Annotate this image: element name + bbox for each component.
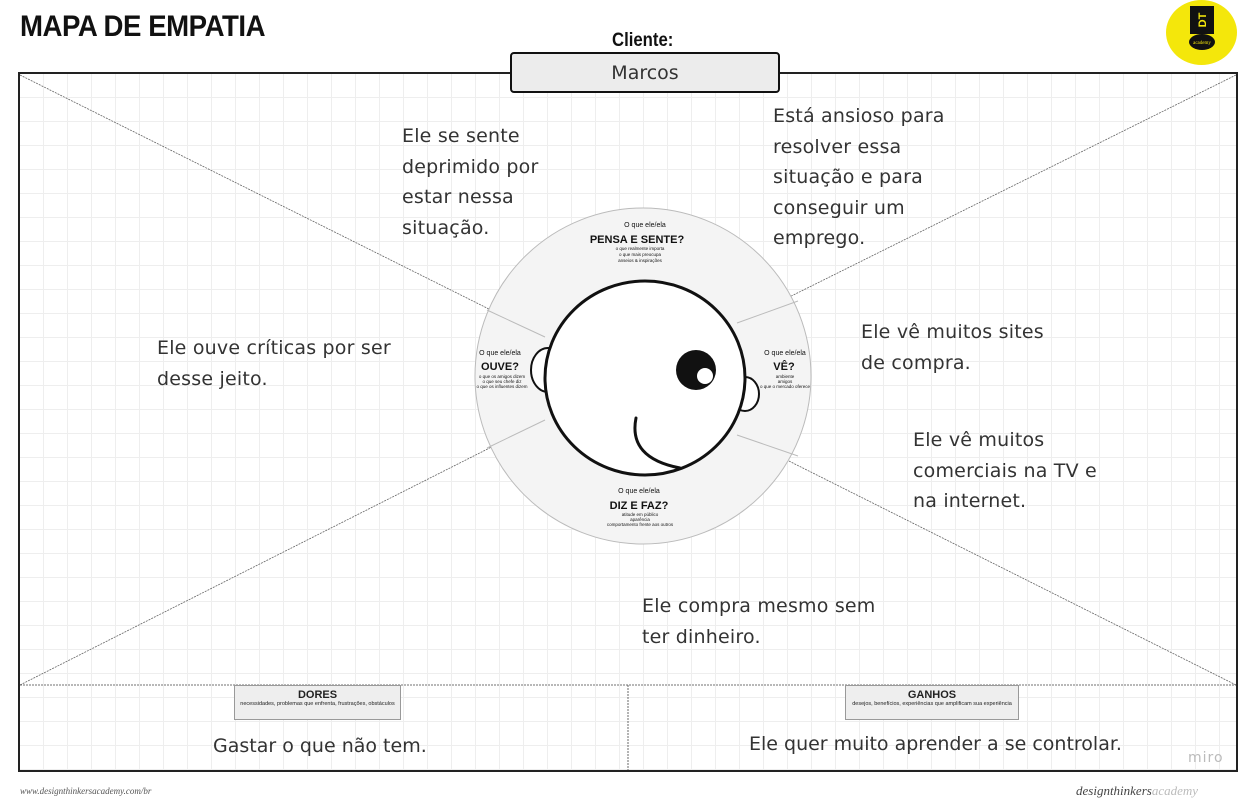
gains-label-box: GANHOS desejos, benefícios, experiências… xyxy=(845,685,1019,720)
mouth xyxy=(633,416,682,470)
pains-label-box: DORES necessidades, problemas que enfren… xyxy=(234,685,401,720)
top-label-sub2: o que mais preocupa xyxy=(619,252,662,257)
pains-subtitle: necessidades, problemas que enfrenta, fr… xyxy=(240,701,395,707)
bottom-label-small: O que ele/ela xyxy=(618,488,660,495)
note-thinks-feels[interactable]: Ele se sente deprimido por estar nessa s… xyxy=(402,125,539,239)
top-label-small: O que ele/ela xyxy=(624,222,666,229)
client-name-field[interactable]: Marcos xyxy=(510,52,780,93)
right-label-big: VÊ? xyxy=(773,360,795,373)
footer-brand: designthinkersacademy xyxy=(1076,783,1199,798)
right-label-sub2: amigos xyxy=(778,379,793,384)
note-sees-sites[interactable]: Ele vê muitos sites de compra. xyxy=(861,321,1044,374)
top-label-sub3: anseios & inspirações xyxy=(618,258,663,263)
gains-title: GANHOS xyxy=(907,689,957,701)
diagonal-bottom-right xyxy=(736,434,1237,686)
right-label-sub1: ambiente xyxy=(776,374,795,379)
note-anxious[interactable]: Está ansioso para resolver essa situação… xyxy=(773,105,945,249)
footer-url: www.designthinkersacademy.com/br xyxy=(20,786,152,796)
left-label-sub1: o que os amigos dizem xyxy=(479,374,526,379)
svg-text:DT: DT xyxy=(1197,12,1209,27)
top-label-sub1: o que realmente importa xyxy=(616,246,665,251)
left-label-big: OUVE? xyxy=(481,361,519,373)
pains-note[interactable]: Gastar o que não tem. xyxy=(213,735,427,757)
bottom-label-sub1: atitude em público xyxy=(622,512,659,517)
eye-highlight xyxy=(697,368,713,384)
diagonal-top-left xyxy=(19,74,546,338)
left-label-sub3: o que os influentes dizem xyxy=(476,384,527,389)
gains-subtitle: desejos, benefícios, experiências que am… xyxy=(852,701,1012,707)
gains-note[interactable]: Ele quer muito aprender a se controlar. xyxy=(749,733,1122,755)
note-hears[interactable]: Ele ouve críticas por ser desse jeito. xyxy=(157,337,391,390)
pains-title: DORES xyxy=(297,689,338,701)
head xyxy=(543,279,747,477)
logo-icon: DT academy xyxy=(1189,6,1215,50)
client-name: Marcos xyxy=(611,61,679,84)
diagonal-bottom-left xyxy=(19,419,546,686)
client-label: Cliente: xyxy=(612,30,674,51)
miro-watermark: miro xyxy=(1188,750,1224,766)
note-does[interactable]: Ele compra mesmo sem ter dinheiro. xyxy=(642,595,876,648)
top-label-big: PENSA E SENTE? xyxy=(590,234,685,246)
right-label-sub3: o que o mercado oferece xyxy=(760,384,811,389)
left-label-sub2: o que seu chefe diz xyxy=(482,379,522,384)
left-label-small: O que ele/ela xyxy=(479,350,521,357)
dt-academy-logo: DT academy xyxy=(1166,0,1237,65)
svg-text:academy: academy xyxy=(1193,41,1211,46)
bottom-label-sub2: aparência xyxy=(630,517,650,522)
bottom-label-big: DIZ E FAZ? xyxy=(610,500,669,512)
page-title: MAPA DE EMPATIA xyxy=(20,10,266,43)
bottom-label-sub3: comportamento frente aos outros xyxy=(607,522,674,527)
note-sees-ads[interactable]: Ele vê muitos comerciais na TV e na inte… xyxy=(913,429,1097,512)
right-label-small: O que ele/ela xyxy=(764,350,806,357)
